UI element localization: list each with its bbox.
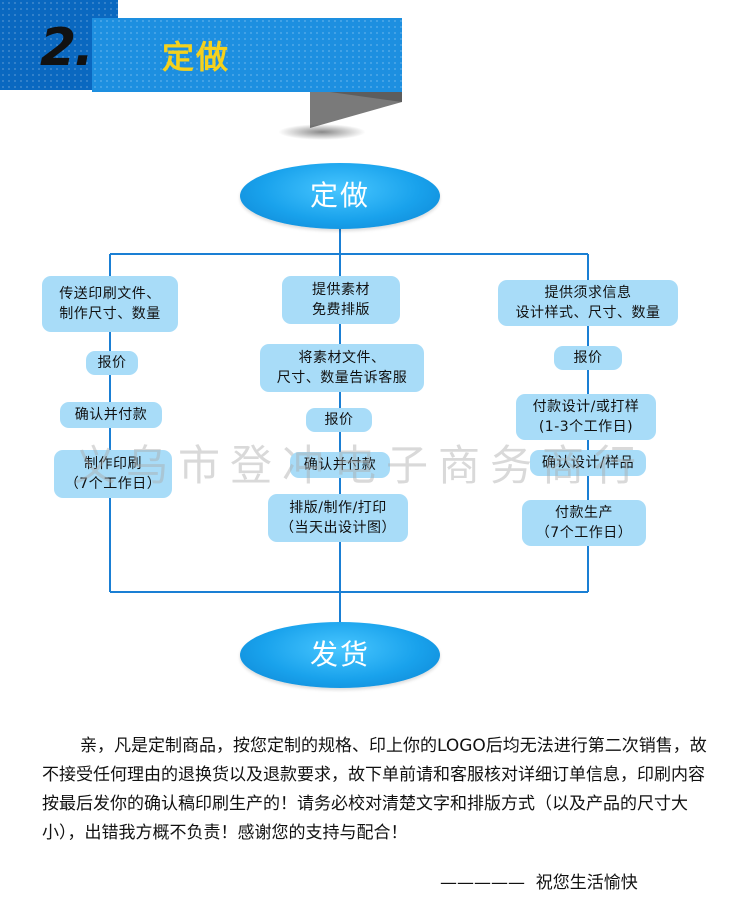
flow-step: 报价 — [86, 351, 138, 375]
flow-step: 确认并付款 — [290, 452, 390, 478]
section-title: 定做 — [162, 38, 231, 76]
notice-paragraph: 亲，凡是定制商品，按您定制的规格、印上你的LOGO后均无法进行第二次销售，故不接… — [42, 736, 707, 843]
start-oval: 定做 — [240, 163, 440, 229]
flow-step: 确认并付款 — [60, 402, 162, 428]
signature: ————— 祝您生活愉快 — [440, 873, 638, 893]
flow-step: 付款生产 （7个工作日） — [522, 500, 646, 546]
flow-step: 传送印刷文件、 制作尺寸、数量 — [42, 276, 178, 332]
banner-fold — [310, 92, 402, 128]
flow-step: 将素材文件、 尺寸、数量告诉客服 — [260, 344, 424, 392]
flow-step: 付款设计/或打样 (1-3个工作日) — [516, 394, 656, 440]
flow-step: 确认设计/样品 — [530, 450, 646, 476]
flow-step: 提供须求信息 设计样式、尺寸、数量 — [498, 280, 678, 326]
flow-step: 排版/制作/打印 （当天出设计图） — [268, 494, 408, 542]
flow-step: 提供素材 免费排版 — [282, 276, 400, 324]
section-number: 2. — [40, 18, 94, 78]
section-title-band — [92, 18, 402, 92]
flow-step: 报价 — [306, 408, 372, 432]
banner-shadow — [278, 124, 366, 140]
flow-step: 制作印刷 （7个工作日） — [54, 450, 172, 498]
flow-step: 报价 — [554, 346, 622, 370]
watermark: 义乌市登冲电子商务商行 — [74, 441, 647, 490]
end-oval: 发货 — [240, 622, 440, 688]
